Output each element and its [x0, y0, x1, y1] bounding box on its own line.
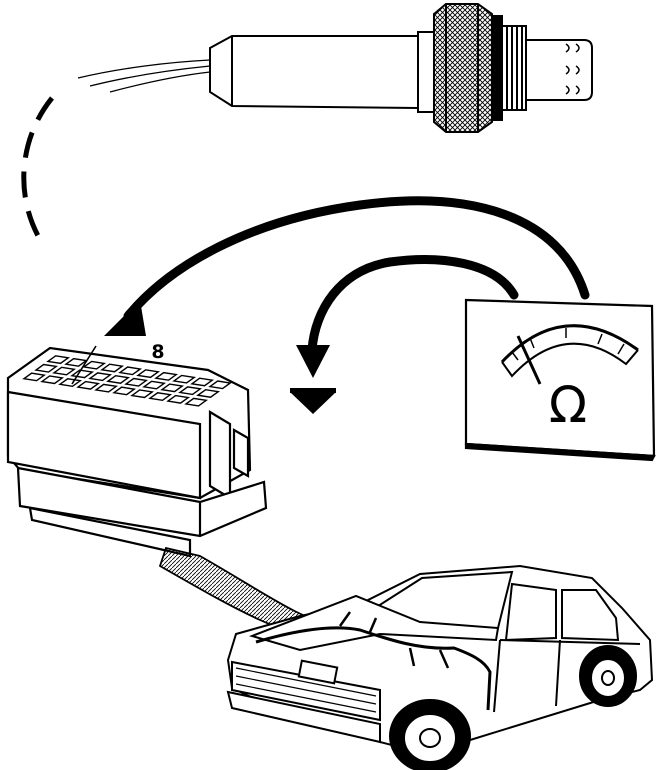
connector-pin-label: 8	[151, 341, 164, 363]
connector-socket	[154, 371, 179, 381]
sensor-probe-tip	[525, 39, 593, 101]
sensor-thread	[501, 25, 527, 111]
connector-socket	[34, 363, 59, 373]
connector-socket	[52, 366, 77, 376]
sensor-washer	[491, 15, 503, 121]
connector-socket	[106, 374, 131, 384]
sensor-collar	[417, 31, 435, 113]
connector-socket	[94, 383, 119, 393]
ground-symbol	[290, 388, 336, 414]
sensor-hex-nut	[433, 3, 493, 133]
car-side-window-rear	[561, 589, 620, 642]
meter-unit-symbol: Ω	[549, 376, 587, 434]
connector-socket	[100, 363, 125, 373]
dashed-signal-path	[21, 96, 54, 248]
oxygen-sensor	[77, 3, 593, 133]
connector-socket	[118, 366, 143, 376]
car-side-window-front	[504, 582, 557, 642]
meter-needle	[516, 335, 542, 385]
ohmmeter	[464, 298, 656, 462]
probe-slots	[565, 43, 580, 95]
car-front-wheel	[389, 699, 471, 770]
connector-pin-grid	[22, 355, 233, 407]
test-lead-arrow-to-ground	[296, 255, 519, 378]
connector-socket	[172, 374, 197, 384]
connector-socket	[160, 383, 185, 393]
sensor-cable-sleeve	[209, 35, 419, 110]
connector-socket	[148, 392, 173, 402]
car-rear-wheel	[579, 645, 637, 707]
connector-socket	[184, 397, 209, 407]
connector-socket	[82, 360, 107, 370]
connector-socket	[136, 369, 161, 379]
meter-scale-arc	[500, 324, 639, 364]
connector-socket	[40, 375, 65, 385]
connector-socket	[208, 380, 233, 390]
ecu-connector	[6, 345, 268, 558]
car-bumper	[226, 690, 381, 744]
connector-socket	[142, 380, 167, 390]
connector-socket	[178, 386, 203, 396]
connector-socket	[22, 372, 47, 382]
connector-socket	[196, 388, 221, 398]
test-lead-arrow-to-connector	[104, 196, 590, 336]
connector-latch	[208, 410, 232, 500]
connector-socket	[76, 380, 101, 390]
connector-socket	[46, 355, 71, 365]
meter-scale-ticks	[511, 328, 625, 361]
sedan-car	[226, 564, 654, 770]
connector-socket	[58, 378, 83, 388]
connector-socket	[166, 394, 191, 404]
connector-socket	[124, 377, 149, 387]
connector-socket	[112, 386, 137, 396]
sensor-wires	[77, 59, 211, 93]
pin-8-leader	[71, 345, 97, 385]
connector-socket	[190, 377, 215, 387]
connector-socket	[130, 389, 155, 399]
connector-socket	[88, 372, 113, 382]
car-wiring-harness	[255, 626, 492, 711]
